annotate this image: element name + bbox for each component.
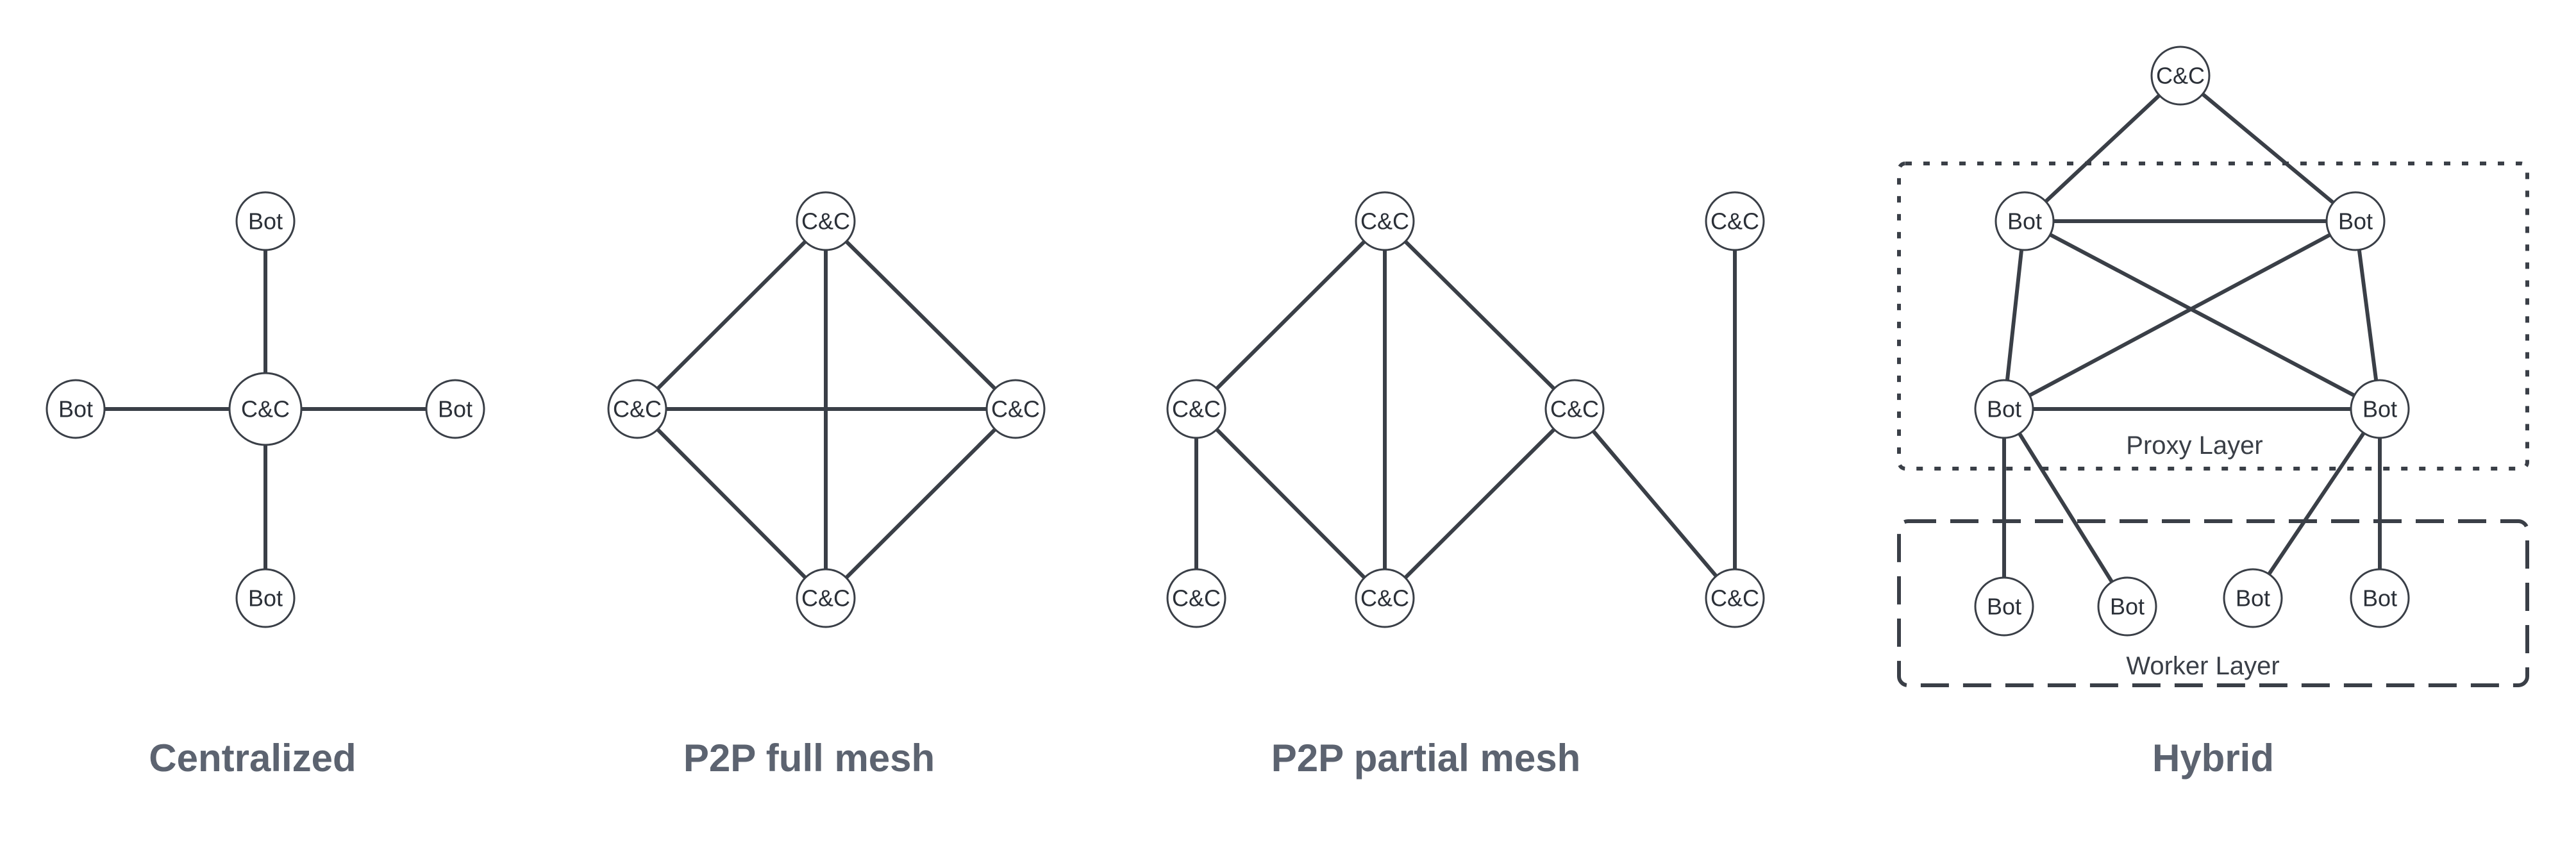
edge bbox=[635, 219, 828, 411]
cc-node: C&C bbox=[2150, 46, 2211, 106]
partial-mesh-topology: C&C C&C C&C C&C C&C C&C C&C bbox=[1166, 191, 1765, 628]
cc-node: C&C bbox=[1166, 568, 1226, 628]
svg-text:Bot: Bot bbox=[2007, 208, 2042, 235]
cc-node: C&C bbox=[1705, 568, 1765, 628]
svg-text:Bot: Bot bbox=[2363, 585, 2397, 612]
bot-node: Bot bbox=[1995, 191, 2055, 251]
edge bbox=[2002, 407, 2129, 608]
cc-node: C&C bbox=[228, 372, 303, 446]
bot-node: Bot bbox=[1974, 379, 2034, 439]
bot-node: Bot bbox=[2223, 568, 2283, 628]
svg-text:C&C: C&C bbox=[1172, 396, 1221, 422]
svg-text:C&C: C&C bbox=[1710, 208, 1759, 235]
edge bbox=[1194, 219, 1387, 411]
svg-text:C&C: C&C bbox=[1172, 585, 1221, 612]
cc-node: C&C bbox=[607, 379, 667, 439]
edge bbox=[824, 219, 1017, 411]
bot-node: Bot bbox=[2097, 576, 2157, 637]
cc-node: C&C bbox=[1355, 568, 1415, 628]
bot-node: Bot bbox=[235, 191, 296, 251]
bot-node: Bot bbox=[2350, 568, 2410, 628]
svg-text:Bot: Bot bbox=[2110, 594, 2145, 620]
bot-node: Bot bbox=[235, 568, 296, 628]
caption-hybrid: Hybrid bbox=[2152, 737, 2274, 780]
edge bbox=[2002, 219, 2357, 411]
hybrid-topology: Proxy Layer Worker Layer C&C Bot Bot Bot bbox=[1897, 46, 2529, 687]
caption-centralized: Centralized bbox=[149, 737, 356, 780]
svg-text:C&C: C&C bbox=[1550, 396, 1599, 422]
edge bbox=[2023, 219, 2382, 411]
full-mesh-topology: C&C C&C C&C C&C bbox=[607, 191, 1046, 628]
svg-text:C&C: C&C bbox=[801, 208, 850, 235]
svg-text:C&C: C&C bbox=[613, 396, 662, 422]
svg-text:Bot: Bot bbox=[1987, 396, 2021, 422]
svg-text:C&C: C&C bbox=[991, 396, 1040, 422]
edge bbox=[1194, 407, 1387, 600]
cc-node: C&C bbox=[985, 379, 1046, 439]
cc-node: C&C bbox=[1544, 379, 1605, 439]
edge bbox=[635, 407, 828, 600]
svg-text:Bot: Bot bbox=[2363, 396, 2397, 422]
worker-layer-label: Worker Layer bbox=[2126, 652, 2279, 680]
bot-node: Bot bbox=[2350, 379, 2410, 439]
bot-node: Bot bbox=[2325, 191, 2386, 251]
edge bbox=[1383, 219, 1577, 411]
proxy-layer-box bbox=[1897, 162, 2529, 471]
svg-text:C&C: C&C bbox=[2156, 63, 2205, 89]
svg-text:Bot: Bot bbox=[58, 396, 93, 422]
cc-node: C&C bbox=[1705, 191, 1765, 251]
edge bbox=[824, 407, 1017, 600]
svg-text:Bot: Bot bbox=[1987, 594, 2021, 620]
caption-partial-mesh: P2P partial mesh bbox=[1271, 737, 1580, 780]
cc-node: C&C bbox=[1166, 379, 1226, 439]
bot-node: Bot bbox=[46, 379, 106, 439]
edge bbox=[1383, 407, 1577, 600]
edge bbox=[2002, 219, 2027, 411]
svg-text:Bot: Bot bbox=[248, 585, 283, 612]
cc-node: C&C bbox=[796, 568, 856, 628]
svg-text:Bot: Bot bbox=[438, 396, 473, 422]
svg-text:C&C: C&C bbox=[241, 396, 290, 422]
bot-node: Bot bbox=[425, 379, 485, 439]
centralized-topology: Bot Bot C&C Bot Bot bbox=[46, 191, 485, 628]
svg-text:Bot: Bot bbox=[2236, 585, 2270, 612]
svg-text:C&C: C&C bbox=[1360, 585, 1409, 612]
caption-full-mesh: P2P full mesh bbox=[683, 737, 935, 780]
proxy-layer-label: Proxy Layer bbox=[2126, 431, 2262, 460]
edge bbox=[2179, 74, 2357, 223]
svg-text:Bot: Bot bbox=[248, 208, 283, 235]
edge bbox=[2023, 74, 2182, 223]
svg-text:C&C: C&C bbox=[801, 585, 850, 612]
cc-node: C&C bbox=[1355, 191, 1415, 251]
svg-text:Bot: Bot bbox=[2338, 208, 2373, 235]
edge bbox=[2354, 219, 2382, 411]
edge bbox=[2251, 407, 2382, 600]
edge bbox=[1573, 407, 1737, 600]
bot-node: Bot bbox=[1974, 576, 2034, 637]
svg-text:C&C: C&C bbox=[1360, 208, 1409, 235]
cc-node: C&C bbox=[796, 191, 856, 251]
worker-layer-box bbox=[1897, 519, 2529, 687]
svg-text:C&C: C&C bbox=[1710, 585, 1759, 612]
